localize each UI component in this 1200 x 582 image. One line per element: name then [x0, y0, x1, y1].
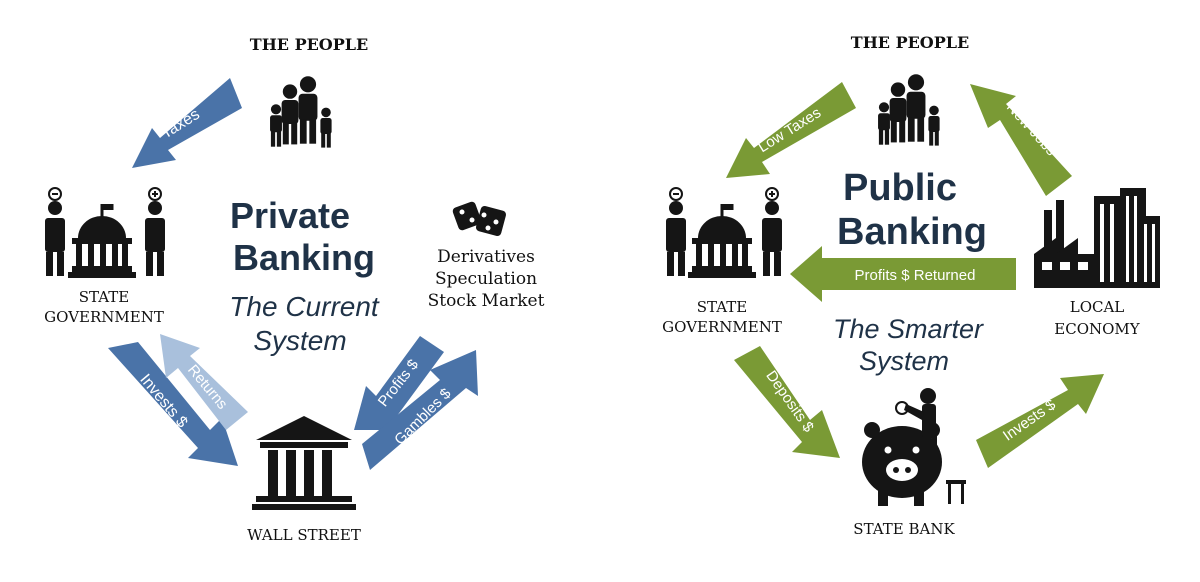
wall-street-label: WALL STREET: [247, 526, 361, 544]
public-banking-panel: THE PEOPLE Low Taxes New Jobs Public Ban…: [662, 33, 1160, 538]
local-economy-label-line1: LOCAL: [1070, 298, 1125, 316]
official-left-icon: [666, 187, 686, 276]
profits-returned-arrow-label: Profits $ Returned: [855, 267, 976, 284]
low-taxes-arrow: Low Taxes: [726, 82, 856, 178]
official-left-icon: [45, 187, 65, 276]
market-label-line2: Speculation: [435, 269, 537, 289]
public-banking-subtitle-line2: System: [859, 346, 949, 376]
family-icon: [878, 74, 940, 145]
family-icon: [270, 76, 332, 147]
private-banking-subtitle-line2: System: [253, 325, 346, 356]
state-gov-label-line1: STATE: [79, 288, 129, 306]
official-right-icon: [145, 187, 165, 276]
market-label-line3: Stock Market: [428, 291, 545, 311]
invests-arrow: Invests $: [976, 374, 1104, 468]
bank-building-icon: [252, 416, 356, 510]
state-gov-label-line2: GOVERNMENT: [662, 318, 782, 336]
private-banking-title-line1: Private: [230, 195, 350, 236]
public-banking-title-line1: Public: [843, 167, 957, 209]
people-label: THE PEOPLE: [851, 33, 969, 52]
capitol-icon: [68, 204, 136, 278]
deposits-arrow: Deposits $: [734, 346, 840, 458]
market-label-line1: Derivatives: [437, 247, 535, 267]
public-banking-title-line2: Banking: [837, 211, 987, 253]
private-banking-subtitle-line1: The Current: [229, 291, 380, 322]
new-jobs-arrow: New Jobs: [970, 84, 1072, 196]
taxes-arrow: Taxes: [132, 78, 242, 168]
state-gov-label-line1: STATE: [697, 298, 747, 316]
capitol-icon: [688, 204, 756, 278]
piggy-bank-icon: [862, 388, 966, 506]
profits-returned-arrow: Profits $ Returned: [790, 246, 1016, 302]
people-label: THE PEOPLE: [250, 35, 368, 54]
official-right-icon: [762, 187, 782, 276]
state-bank-label: STATE BANK: [853, 520, 955, 538]
local-economy-label-line2: ECONOMY: [1054, 320, 1141, 338]
public-banking-subtitle-line1: The Smarter: [833, 314, 984, 344]
dice-icon: [452, 201, 507, 237]
private-banking-panel: THE PEOPLE Taxes STATE GOVERNMENT Privat…: [44, 35, 544, 544]
private-banking-title-line2: Banking: [233, 237, 375, 278]
state-gov-label-line2: GOVERNMENT: [44, 308, 164, 326]
factory-city-icon: [1034, 188, 1160, 288]
